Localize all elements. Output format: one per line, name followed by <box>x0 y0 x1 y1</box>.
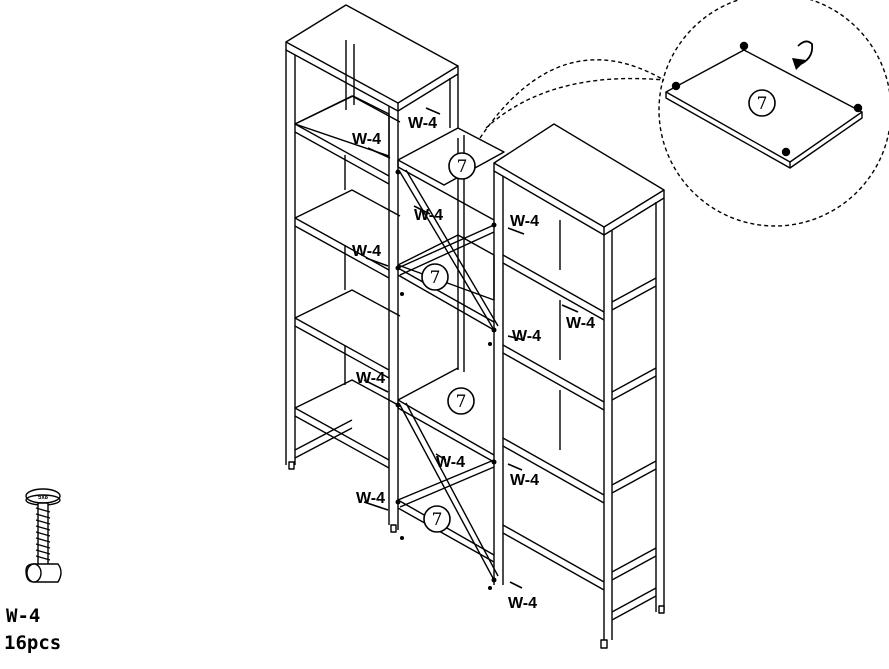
screw-hole <box>488 342 492 346</box>
screw-hole <box>400 536 404 540</box>
right-shelf-unit <box>493 123 665 649</box>
screw-hole <box>395 499 401 505</box>
panel-badge: 7 <box>448 152 476 180</box>
panel-badge: 7 <box>423 505 451 533</box>
screw-markers <box>395 169 497 590</box>
panel-badge: 7 <box>447 387 475 415</box>
screw-hole <box>491 222 497 228</box>
screw-callout-label: W-4 <box>510 213 539 230</box>
screw-callout-label: W-4 <box>508 595 537 612</box>
screw-callout-label: W-4 <box>352 131 381 148</box>
screw-callout-label: W-4 <box>408 115 437 132</box>
screw-callout-label: W-4 <box>414 207 443 224</box>
panel-number: 7 <box>757 94 768 114</box>
panel-number: 7 <box>432 510 443 530</box>
screw-callout-label: W-4 <box>510 472 539 489</box>
screw-callout-label: W-4 <box>436 454 465 471</box>
middle-section <box>397 127 505 581</box>
screw-hole <box>395 265 401 271</box>
screw-hole <box>395 169 401 175</box>
legend-screw-quantity: 16pcs <box>4 632 62 654</box>
panel-badge: 7 <box>421 263 449 291</box>
screw-head-marking: 5x8 <box>38 495 49 501</box>
panel-number: 7 <box>456 392 467 412</box>
legend-screw-code: W-4 <box>6 605 41 627</box>
screw-callouts: W-4 W-4 W-4 W-4 W-4 W-4 W-4 W-4 W-4 W-4 … <box>38 115 595 612</box>
panel-badge-zoom: 7 <box>748 89 776 117</box>
screw-legend-icon <box>25 488 62 583</box>
panel-number: 7 <box>457 157 468 177</box>
screw-callout-label: W-4 <box>352 243 381 260</box>
panel-detail-zoom <box>479 0 889 227</box>
screw-callout-label: W-4 <box>512 328 541 345</box>
screw-hole <box>491 577 497 583</box>
screw-hole <box>491 327 497 333</box>
screw-callout-label: W-4 <box>566 315 595 332</box>
screw-hole <box>491 459 497 465</box>
left-shelf-unit <box>285 4 459 533</box>
screw-arrows <box>363 107 579 589</box>
panel-number: 7 <box>430 268 441 288</box>
screw-hole <box>395 402 401 408</box>
screw-callout-label: W-4 <box>356 370 385 387</box>
panel-number-badges: 7 7 7 7 7 <box>421 89 776 533</box>
screw-hole <box>488 586 492 590</box>
screw-callout-label: W-4 <box>356 490 385 507</box>
screw-hole <box>400 292 404 296</box>
